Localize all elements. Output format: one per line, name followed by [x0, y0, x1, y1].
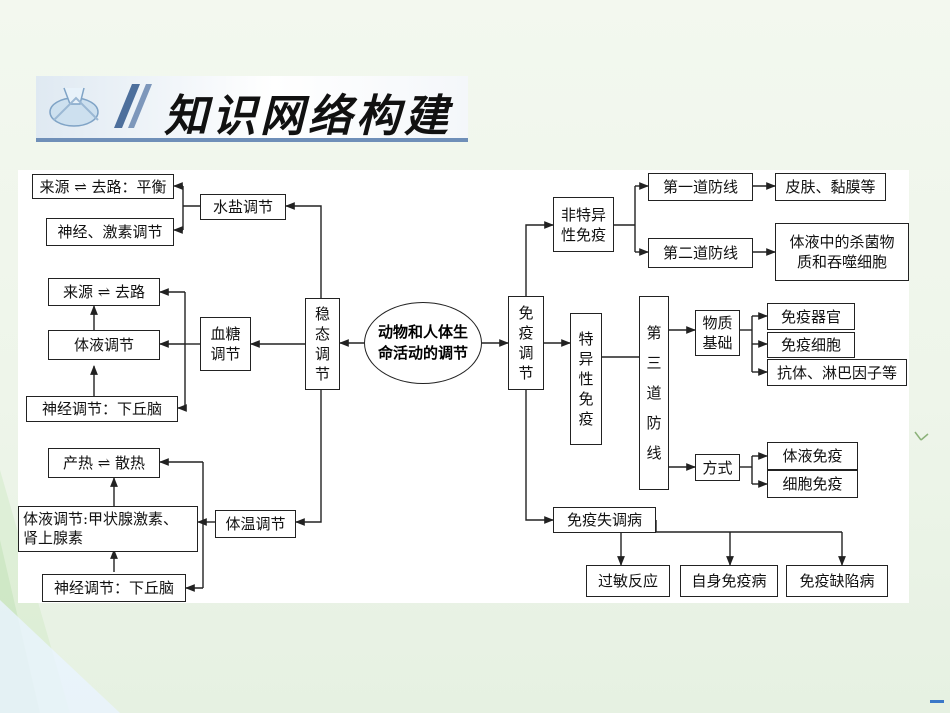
water-salt-balance: 来源 ⇌ 去路：平衡: [32, 174, 174, 199]
antibodies-lymphokines: 抗体、淋巴因子等: [767, 359, 907, 386]
cellular-immunity: 细胞免疫: [767, 470, 858, 498]
third-defense-line: 第 三 道 防 线: [639, 296, 669, 490]
temperature-neural: 神经调节：下丘脑: [42, 574, 186, 602]
immune-mode-node: 方式: [695, 454, 740, 481]
humoral-immunity: 体液免疫: [767, 442, 858, 470]
temperature-balance: 产热 ⇌ 散热: [48, 448, 160, 478]
immune-organs: 免疫器官: [767, 303, 855, 330]
specific-immunity-node: 特 异 性 免 疫: [570, 313, 602, 445]
first-defense-detail: 皮肤、黏膜等: [775, 173, 886, 201]
second-defense-line: 第二道防线: [648, 238, 753, 268]
blood-sugar-humoral: 体液调节: [48, 330, 160, 360]
immune-node: 免 疫 调 节: [508, 296, 544, 390]
blood-sugar-node: 血糖 调节: [200, 317, 251, 371]
nonspecific-immunity-node: 非特异 性免疫: [553, 197, 614, 252]
page-title: 知识网络构建: [164, 91, 452, 142]
allergy: 过敏反应: [586, 565, 670, 597]
autoimmune-disease: 自身免疫病: [680, 565, 778, 597]
section-header: 知识网络构建: [36, 76, 468, 142]
immunodeficiency: 免疫缺陷病: [786, 565, 888, 597]
blood-sugar-balance: 来源 ⇌ 去路: [48, 278, 160, 306]
material-basis-node: 物质 基础: [695, 310, 740, 356]
temperature-node: 体温调节: [215, 510, 296, 538]
first-defense-line: 第一道防线: [648, 173, 753, 201]
second-defense-detail: 体液中的杀菌物 质和吞噬细胞: [775, 223, 909, 281]
immune-cells: 免疫细胞: [767, 332, 855, 358]
temperature-humoral: 体液调节:甲状腺激素、 肾上腺素: [18, 506, 198, 552]
center-node: 动物和人体生 命活动的调节: [364, 302, 482, 384]
blood-sugar-neural: 神经调节：下丘脑: [26, 396, 178, 422]
water-salt-regulation: 神经、激素调节: [46, 218, 174, 246]
homeostasis-node: 稳 态 调 节: [305, 298, 340, 390]
immune-disorder-node: 免疫失调病: [553, 507, 656, 533]
water-salt-node: 水盐调节: [200, 194, 286, 220]
flask-icon: [49, 84, 152, 128]
concept-map-panel: 动物和人体生 命活动的调节 稳 态 调 节 水盐调节 来源 ⇌ 去路：平衡 神经…: [18, 170, 909, 603]
